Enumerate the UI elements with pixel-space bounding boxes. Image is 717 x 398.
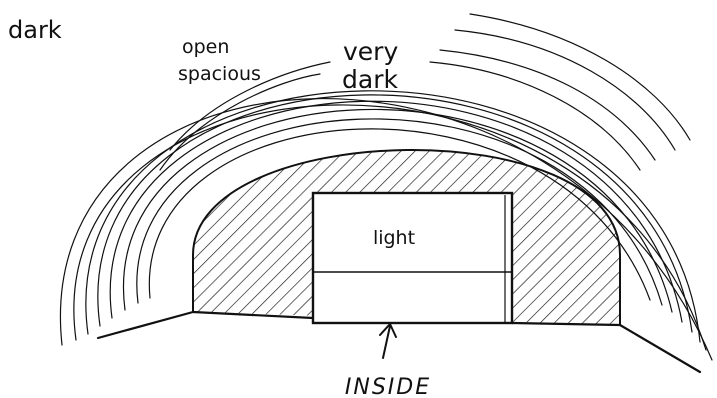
label-dark-top: dark [342, 65, 398, 94]
doorway [313, 193, 512, 323]
up-arrow-icon [380, 324, 396, 358]
label-open: open [182, 36, 229, 58]
label-very: very [343, 37, 398, 66]
label-inside: INSIDE [345, 375, 431, 398]
label-spacious: spacious [178, 63, 261, 85]
label-dark-corner: dark [8, 16, 62, 44]
label-light: light [373, 227, 415, 249]
